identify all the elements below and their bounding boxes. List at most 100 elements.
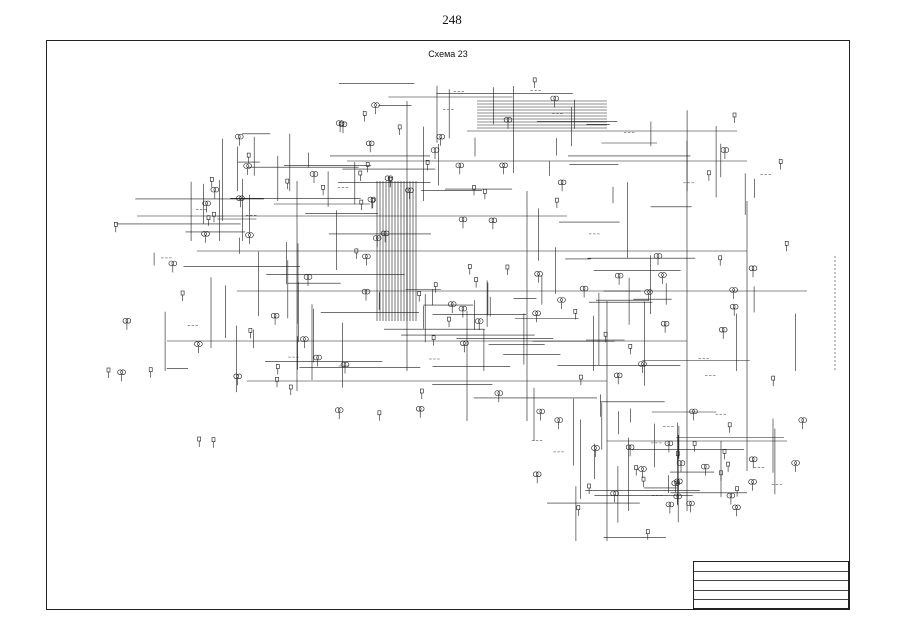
transformer-symbol bbox=[658, 272, 664, 278]
transformer-symbol bbox=[340, 361, 347, 368]
transformer-symbol bbox=[614, 272, 621, 279]
transformer-symbol bbox=[536, 471, 542, 477]
transformer-symbol bbox=[387, 175, 394, 181]
transformer-symbol bbox=[416, 406, 422, 412]
switch-symbol bbox=[289, 384, 293, 390]
transformer-symbol bbox=[638, 466, 644, 472]
transformer-symbol bbox=[313, 354, 319, 361]
switch-symbol bbox=[431, 335, 436, 341]
transformer-symbol bbox=[674, 480, 680, 486]
switch-symbol bbox=[555, 197, 559, 203]
switch-symbol bbox=[433, 282, 438, 287]
transformer-symbol bbox=[236, 373, 242, 379]
transformer-symbol bbox=[122, 318, 129, 324]
transformer-symbol bbox=[560, 179, 567, 186]
transformer-symbol bbox=[430, 147, 437, 153]
transformer-symbol bbox=[364, 288, 371, 295]
transformer-symbol bbox=[343, 361, 350, 368]
transformer-symbol bbox=[419, 406, 425, 412]
switch-symbol bbox=[727, 422, 732, 428]
transformer-symbol bbox=[433, 147, 440, 153]
transformer-symbol bbox=[312, 171, 319, 177]
transformer-symbol bbox=[729, 304, 736, 310]
switch-symbol bbox=[359, 199, 364, 205]
transformer-symbol bbox=[656, 253, 663, 259]
transformer-symbol bbox=[616, 372, 623, 378]
transformer-symbol bbox=[692, 408, 698, 415]
transformer-symbol bbox=[373, 235, 379, 241]
transformer-symbol bbox=[369, 140, 375, 147]
switch-symbol bbox=[362, 111, 367, 116]
switch-symbol bbox=[106, 367, 111, 373]
transformer-symbol bbox=[455, 162, 461, 169]
switch-symbol bbox=[573, 309, 578, 314]
switch-symbol bbox=[365, 162, 370, 167]
switch-symbol bbox=[645, 529, 650, 535]
transformer-symbol bbox=[117, 369, 123, 375]
transformer-symbol bbox=[673, 493, 679, 500]
switch-symbol bbox=[148, 367, 153, 373]
transformer-symbol bbox=[729, 492, 736, 499]
transformer-symbol bbox=[306, 274, 313, 280]
transformer-symbol bbox=[801, 417, 807, 423]
transformer-symbol bbox=[582, 285, 589, 292]
transformer-symbol bbox=[791, 460, 797, 466]
switch-symbol bbox=[472, 185, 476, 190]
transformer-symbol bbox=[361, 288, 368, 295]
transformer-symbol bbox=[478, 318, 484, 324]
transformer-symbol bbox=[204, 231, 210, 237]
transformer-symbol bbox=[460, 340, 466, 346]
transformer-symbol bbox=[729, 287, 735, 293]
switch-symbol bbox=[771, 375, 776, 381]
transformer-symbol bbox=[439, 133, 445, 140]
transformer-symbol bbox=[197, 341, 203, 347]
transformer-symbol bbox=[384, 175, 391, 181]
switch-symbol bbox=[603, 331, 608, 337]
transformer-symbol bbox=[338, 407, 344, 413]
transformer-symbol bbox=[679, 460, 686, 466]
transformer-symbol bbox=[303, 336, 309, 342]
title-block-row bbox=[694, 572, 848, 582]
transformer-symbol bbox=[458, 162, 464, 169]
switch-symbol bbox=[246, 152, 251, 158]
transformer-symbol bbox=[436, 133, 442, 140]
transformer-symbol bbox=[451, 301, 457, 307]
transformer-symbol bbox=[557, 179, 564, 186]
switch-symbol bbox=[732, 112, 737, 118]
transformer-symbol bbox=[497, 390, 503, 396]
transformer-symbol bbox=[120, 369, 126, 375]
transformer-symbol bbox=[239, 195, 245, 201]
switch-symbol bbox=[276, 364, 280, 369]
transformer-symbol bbox=[751, 265, 758, 271]
transformer-symbol bbox=[201, 231, 207, 237]
transformer-symbol bbox=[246, 163, 252, 169]
transformer-symbol bbox=[371, 102, 377, 108]
transformer-symbol bbox=[732, 287, 738, 293]
title-block-row bbox=[694, 591, 848, 601]
transformer-symbol bbox=[376, 235, 382, 241]
transformer-symbol bbox=[194, 341, 200, 347]
transformer-symbol bbox=[718, 327, 725, 333]
transformer-symbol bbox=[383, 230, 390, 237]
switch-symbol bbox=[576, 505, 581, 511]
transformer-symbol bbox=[461, 305, 468, 312]
transformer-symbol bbox=[235, 133, 241, 140]
switch-symbol bbox=[211, 437, 216, 443]
transformer-symbol bbox=[488, 217, 495, 224]
transformer-symbol bbox=[794, 460, 800, 466]
transformer-symbol bbox=[671, 480, 677, 486]
transformer-symbol bbox=[617, 272, 624, 279]
transformer-symbol bbox=[667, 440, 674, 447]
transformer-symbol bbox=[502, 162, 508, 169]
transformer-symbol bbox=[641, 466, 647, 472]
transformer-symbol bbox=[644, 289, 650, 295]
transformer-symbol bbox=[751, 479, 757, 485]
switch-symbol bbox=[474, 277, 478, 282]
switch-symbol bbox=[483, 189, 487, 194]
transformer-symbol bbox=[245, 232, 251, 238]
switch-symbol bbox=[707, 170, 711, 176]
switch-symbol bbox=[210, 177, 214, 182]
transformer-symbol bbox=[461, 216, 468, 223]
transformer-symbol bbox=[676, 460, 683, 466]
transformer-symbol bbox=[533, 471, 539, 477]
